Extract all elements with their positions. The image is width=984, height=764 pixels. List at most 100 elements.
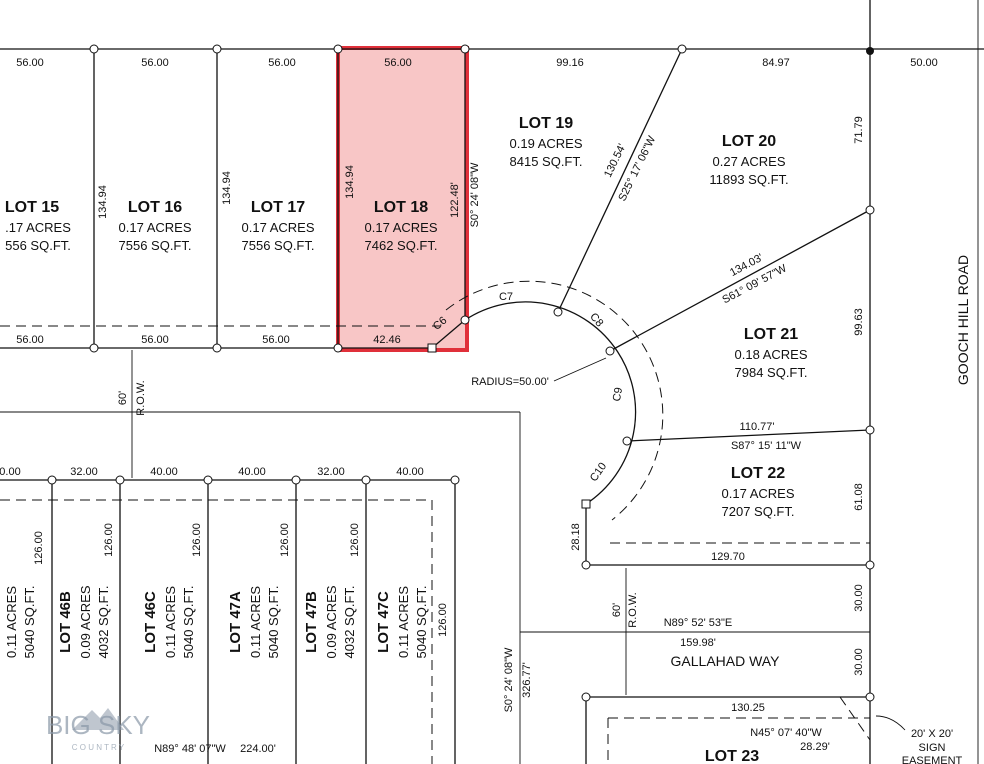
lot-47b-sqft: 4032 SQ.FT. bbox=[342, 586, 357, 659]
lot-22-bearing: S87° 15' 11"W bbox=[731, 440, 802, 452]
lot-47c-name: LOT 47C bbox=[375, 591, 392, 653]
node bbox=[865, 692, 875, 702]
watermark-logo bbox=[72, 708, 124, 730]
lower-depth: 126.00 bbox=[33, 531, 45, 565]
gallahad-way: GALLAHAD WAY bbox=[671, 653, 781, 669]
lot-23-top: 130.25 bbox=[731, 702, 765, 714]
lot-21-side: 99.63 bbox=[853, 308, 865, 336]
curve-label: C7 bbox=[499, 291, 513, 303]
lot-16-sqft: 7556 SQ.FT. bbox=[119, 238, 192, 253]
mid-dim: 56.00 bbox=[141, 334, 169, 346]
node bbox=[865, 205, 875, 215]
node bbox=[333, 44, 343, 54]
top-dim: 99.16 bbox=[556, 57, 584, 69]
lot-46b-name: LOT 46B bbox=[57, 591, 74, 653]
node bbox=[212, 343, 222, 353]
lot-21-sqft: 7984 SQ.FT. bbox=[735, 365, 808, 380]
west-len: 326.77' bbox=[521, 662, 533, 698]
sign-easement: 20' X 20' bbox=[911, 728, 953, 740]
lot-46b-acres: 0.09 ACRES bbox=[78, 585, 93, 658]
watermark-text: BIG SKY bbox=[46, 710, 150, 740]
lot-46a-sqft: 5040 SQ.FT. bbox=[22, 586, 37, 659]
node bbox=[553, 307, 563, 317]
node bbox=[865, 425, 875, 435]
row-label: 60' bbox=[117, 391, 129, 405]
gallahad-len: 159.98' bbox=[680, 637, 716, 649]
lot-16-acres: 0.17 ACRES bbox=[119, 220, 192, 235]
curve-label: C8 bbox=[587, 311, 605, 329]
mid-dim: 42.46 bbox=[373, 334, 401, 346]
lot-22-left: 28.18 bbox=[570, 523, 582, 551]
lot-21-name: LOT 21 bbox=[744, 326, 798, 343]
lot-15-name: LOT 15 bbox=[5, 199, 59, 216]
lot-19-sqft: 8415 SQ.FT. bbox=[510, 154, 583, 169]
node bbox=[450, 475, 460, 485]
top-dim: 56.00 bbox=[141, 57, 169, 69]
radius-leader bbox=[553, 357, 607, 382]
mid-dim: 56.00 bbox=[262, 334, 290, 346]
lot-22-bottom: 129.70 bbox=[711, 551, 745, 563]
sign-easement: EASEMENT bbox=[902, 755, 963, 764]
lower-top-dim: 40.00 bbox=[238, 466, 266, 478]
west-bearing: S0° 24' 08"W bbox=[503, 647, 515, 712]
node bbox=[581, 499, 591, 509]
node bbox=[89, 44, 99, 54]
lot-22-acres: 0.17 ACRES bbox=[722, 486, 795, 501]
lot-47b-acres: 0.09 ACRES bbox=[324, 585, 339, 658]
node bbox=[581, 692, 591, 702]
lot-47b-name: LOT 47B bbox=[303, 591, 320, 653]
lower-depth: 126.00 bbox=[279, 523, 291, 557]
node bbox=[460, 44, 470, 54]
road-dim: 30.00 bbox=[853, 648, 865, 676]
lower-depth: 126.00 bbox=[437, 603, 449, 637]
node bbox=[427, 343, 437, 353]
watermark-sub: C O U N T R Y bbox=[72, 743, 125, 752]
lot-17-depth: 134.94 bbox=[221, 171, 233, 205]
lot-18-sqft: 7462 SQ.FT. bbox=[365, 238, 438, 253]
lot-21-acres: 0.18 ACRES bbox=[735, 347, 808, 362]
lot-19-acres: 0.19 ACRES bbox=[510, 136, 583, 151]
lot-46c-name: LOT 46C bbox=[142, 591, 159, 653]
node bbox=[460, 315, 470, 325]
lot-20-name: LOT 20 bbox=[722, 133, 776, 150]
node bbox=[866, 47, 874, 55]
row-label: R.O.W. bbox=[135, 380, 147, 415]
lot-16-name: LOT 16 bbox=[128, 199, 182, 216]
radius-label: RADIUS=50.00' bbox=[471, 376, 549, 388]
node bbox=[333, 343, 343, 353]
node bbox=[605, 346, 615, 356]
lot-19-side: 130.54' bbox=[602, 142, 628, 179]
bottom-len: 224.00' bbox=[240, 743, 276, 755]
lot-46b-sqft: 4032 SQ.FT. bbox=[96, 586, 111, 659]
sign-easement-diag bbox=[839, 696, 871, 741]
lower-top-dim: 0.00 bbox=[0, 466, 21, 478]
row-label: R.O.W. bbox=[627, 592, 639, 627]
node bbox=[677, 44, 687, 54]
lot-20-acres: 0.27 ACRES bbox=[713, 154, 786, 169]
lot-18-name: LOT 18 bbox=[374, 199, 428, 216]
cul-de-sac-leg bbox=[431, 319, 466, 349]
lot-20-side: 71.79 bbox=[853, 116, 865, 144]
road-dim: 30.00 bbox=[853, 584, 865, 612]
lower-top-dim: 40.00 bbox=[150, 466, 178, 478]
n45-len: 28.29' bbox=[800, 741, 830, 753]
lot-line-20-21 bbox=[609, 209, 871, 352]
top-dim: 84.97 bbox=[762, 57, 790, 69]
lot-47a-name: LOT 47A bbox=[227, 591, 244, 653]
lower-top-dim: 32.00 bbox=[317, 466, 345, 478]
lot-47c-acres: 0.11 ACRES bbox=[396, 586, 411, 658]
lot-18-highlight[interactable] bbox=[336, 46, 469, 352]
node bbox=[212, 44, 222, 54]
lower-depth: 126.00 bbox=[191, 523, 203, 557]
bottom-bearing: N89° 48' 07"W bbox=[154, 743, 226, 755]
lower-depth: 126.00 bbox=[349, 523, 361, 557]
lot-47a-sqft: 5040 SQ.FT. bbox=[266, 586, 281, 659]
gooch-hill-road: GOOCH HILL ROAD bbox=[955, 255, 971, 385]
lot-17-acres: 0.17 ACRES bbox=[242, 220, 315, 235]
node bbox=[47, 475, 57, 485]
lot-22-sqft: 7207 SQ.FT. bbox=[722, 504, 795, 519]
lot-line-21-22 bbox=[626, 429, 871, 442]
node bbox=[622, 436, 632, 446]
gallahad-bearing: N89° 52' 53"E bbox=[664, 617, 733, 629]
